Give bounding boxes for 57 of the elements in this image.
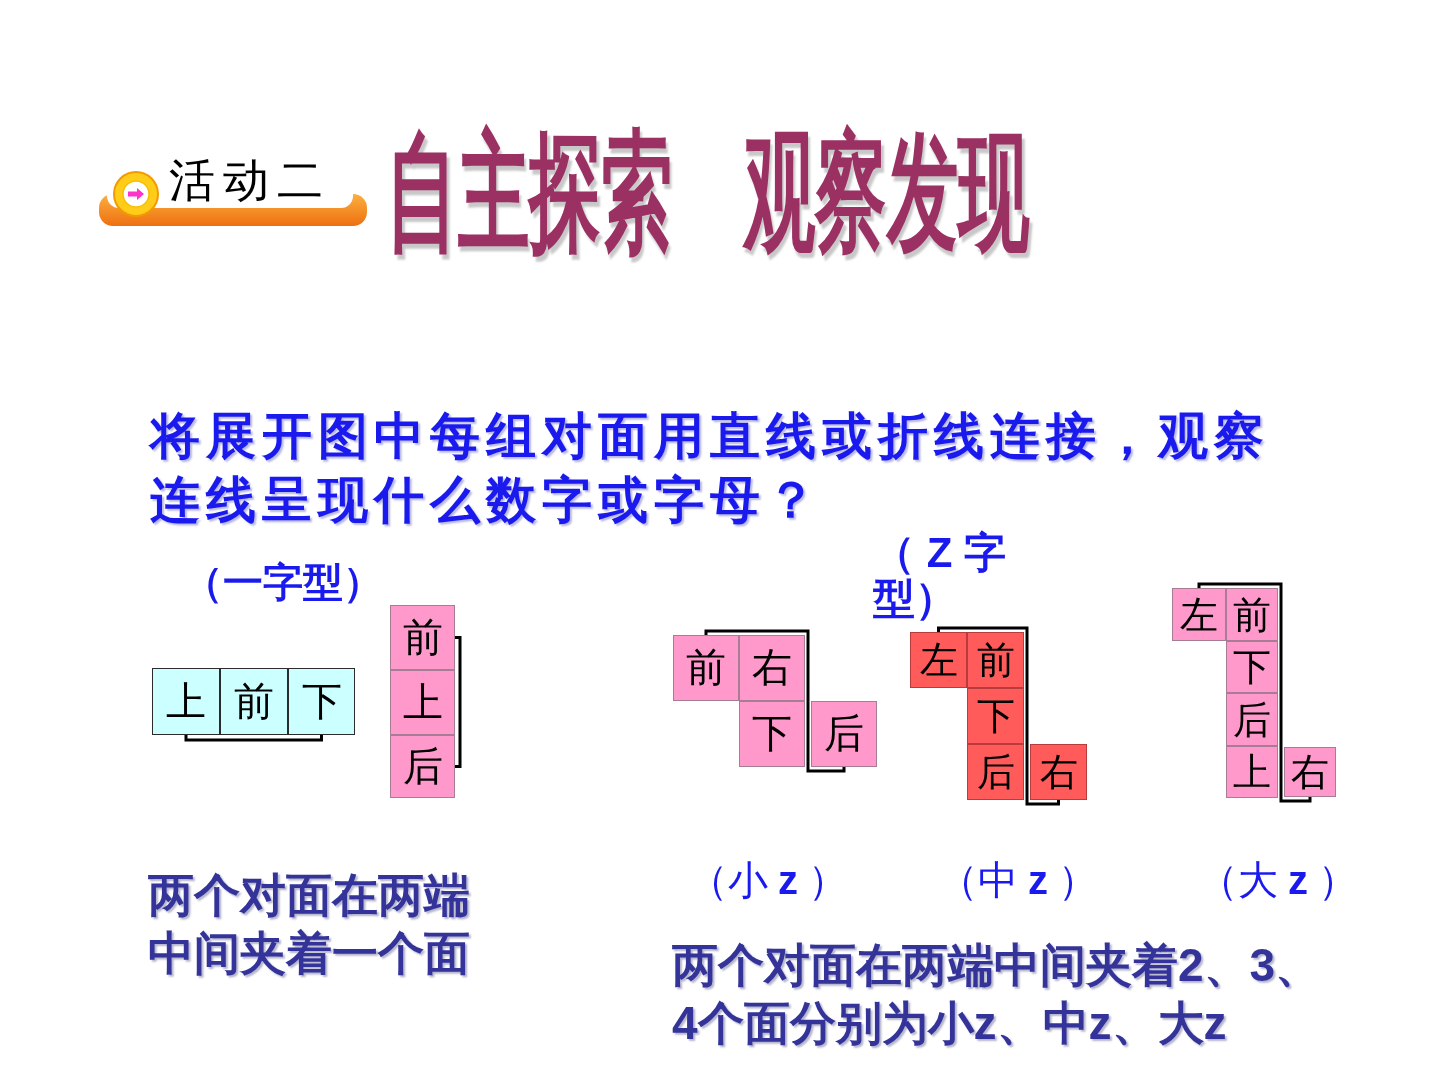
face-label: 前 [686, 648, 726, 688]
slide-title: 自主探索 观察发现 [386, 118, 1030, 268]
face-square [390, 670, 455, 735]
face-square [967, 632, 1024, 688]
face-square [390, 735, 455, 798]
face-label: 前 [234, 681, 274, 722]
face-square [1284, 747, 1336, 797]
connecting-line [704, 629, 846, 773]
net-caption: （大 z ） [1198, 857, 1358, 905]
net-caption: （小 z ） [688, 857, 848, 905]
face-label: 下 [301, 681, 342, 722]
face-square [910, 632, 967, 688]
face-label: 后 [402, 746, 443, 787]
face-square [1226, 588, 1278, 641]
face-label: 前 [402, 617, 443, 658]
face-label: 上 [166, 681, 206, 722]
face-label: 右 [1039, 753, 1078, 791]
face-square [967, 688, 1024, 744]
face-square [288, 668, 355, 735]
face-label: 下 [1233, 648, 1271, 686]
net-caption: （中 z ） [938, 857, 1098, 905]
face-label: 左 [1180, 595, 1218, 634]
face-label: 下 [752, 714, 792, 754]
category-heading: （一字型） [183, 559, 383, 606]
connecting-line [455, 636, 462, 768]
face-square [1226, 746, 1278, 798]
face-label: 后 [976, 753, 1015, 791]
face-label: 后 [824, 714, 864, 754]
face-square [1226, 693, 1278, 746]
face-label: 右 [1291, 753, 1329, 791]
face-label: 上 [402, 682, 443, 723]
connecting-line [1197, 582, 1312, 803]
face-label: 上 [1233, 753, 1271, 791]
face-square [1030, 744, 1087, 800]
instruction-text: 将展开图中每组对面用直线或折线连接，观察连线呈现什么数字或字母？ [150, 407, 1271, 530]
banner-label: 活动二 [169, 156, 331, 207]
face-square [220, 668, 288, 735]
face-square [739, 701, 805, 767]
category-heading: （ Z 字型） [873, 530, 1007, 622]
face-square [811, 701, 877, 767]
face-label: 右 [752, 648, 792, 688]
face-label: 后 [1233, 700, 1271, 739]
face-square [390, 605, 455, 670]
face-label: 左 [919, 641, 958, 679]
face-label: 前 [1233, 595, 1271, 634]
conclusion-text: 两个对面在两端中间夹着2、3、4个面分别为小z、中z、大z [672, 938, 1323, 1051]
face-label: 前 [976, 641, 1015, 679]
conclusion-text: 两个对面在两端中间夹着一个面 [148, 868, 471, 981]
face-label: 下 [976, 697, 1015, 735]
face-square [1172, 588, 1226, 641]
face-square [152, 668, 220, 735]
face-square [1226, 641, 1278, 693]
face-square [673, 635, 739, 701]
connecting-line [184, 735, 323, 742]
face-square [967, 744, 1024, 800]
connecting-line [937, 626, 1060, 806]
face-square [739, 635, 805, 701]
